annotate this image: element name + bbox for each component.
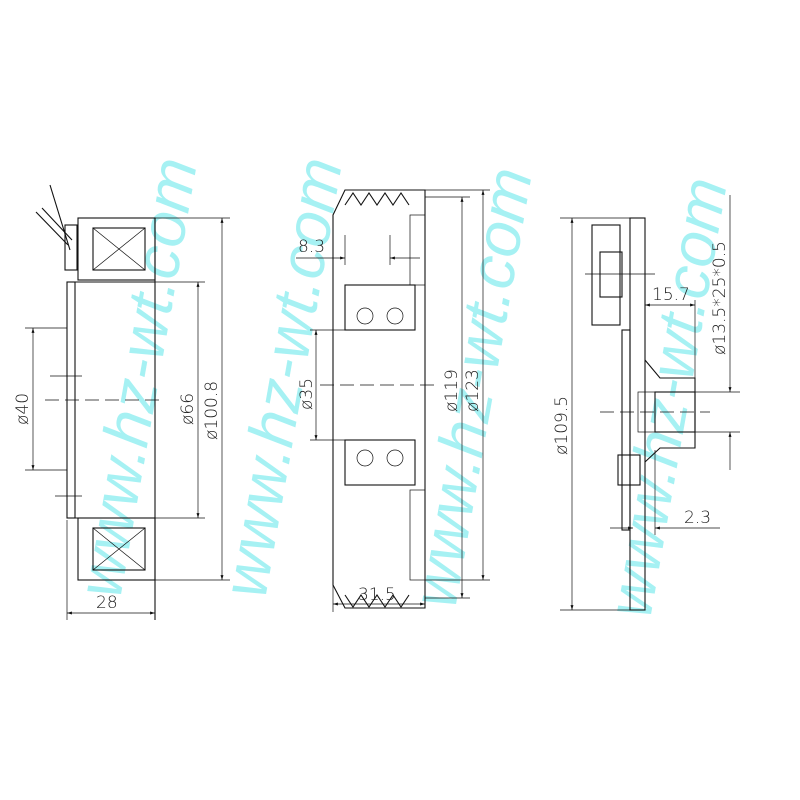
svg-text:www.hz-wt.com: www.hz-wt.com <box>208 152 356 602</box>
plate-view: ø109.5 15.7 ø13.5*25*0.5 2.3 <box>552 195 740 611</box>
dim-coil-d66: ø66 <box>178 393 198 425</box>
dim-coil-d40: ø40 <box>13 393 33 425</box>
watermark: www.hz-wt.com www.hz-wt.com www.hz-wt.co… <box>63 152 741 622</box>
coil-view: 28 ø40 ø66 ø100.8 <box>13 184 230 620</box>
dim-pulley-d119: ø119 <box>442 369 462 412</box>
dim-pulley-d123: ø123 <box>463 369 483 412</box>
dim-plate-spline: ø13.5*25*0.5 <box>710 241 730 355</box>
svg-text:www.hz-wt.com: www.hz-wt.com <box>593 172 741 622</box>
dim-pulley-offset: 8.3 <box>298 237 325 257</box>
dim-plate-d109-5: ø109.5 <box>552 396 572 455</box>
dim-plate-hub: 15.7 <box>652 285 690 305</box>
dim-pulley-width: 31.5 <box>358 585 396 605</box>
dim-coil-d100-8: ø100.8 <box>202 381 222 440</box>
pulley-view: 8.3 ø35 ø119 ø123 31.5 <box>296 189 490 612</box>
dim-plate-gap: 2.3 <box>684 508 711 528</box>
dim-coil-width: 28 <box>96 593 118 613</box>
dim-pulley-d35: ø35 <box>297 378 317 410</box>
